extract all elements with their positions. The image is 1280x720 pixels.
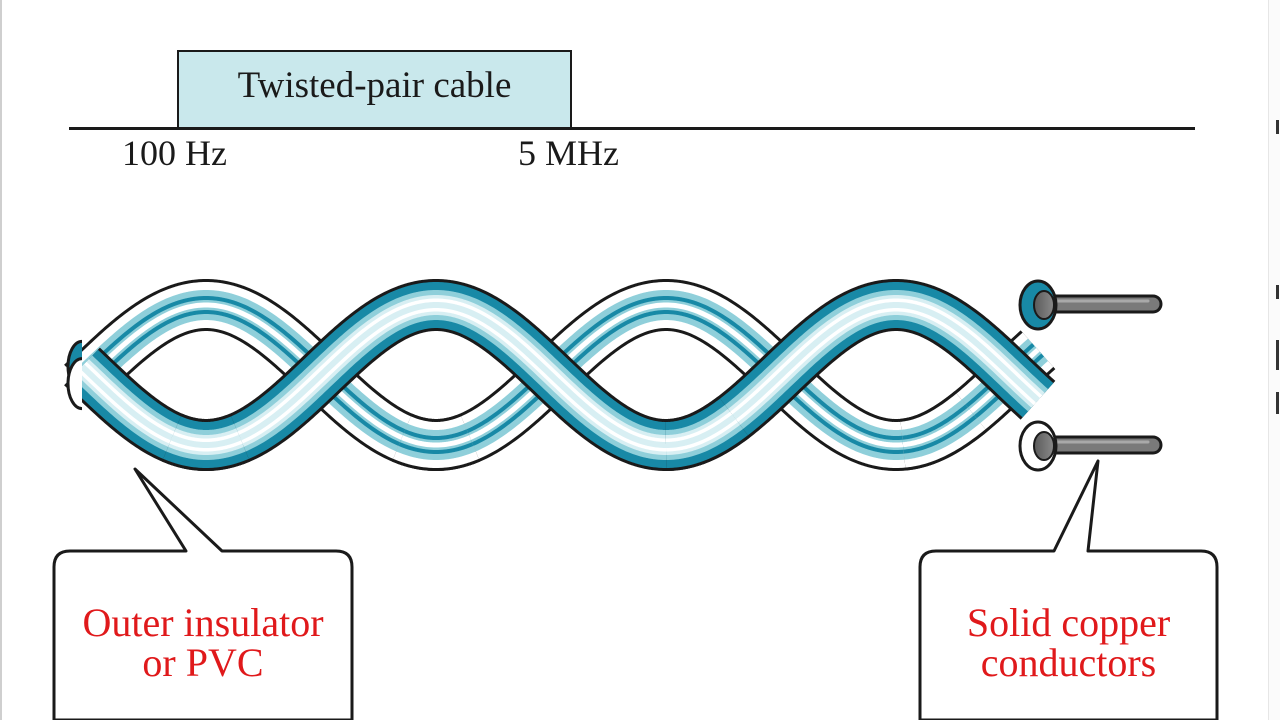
teal-wire-strand xyxy=(58,279,1062,471)
teal-wire-crossing-over xyxy=(148,412,264,471)
edge-mark xyxy=(1276,285,1279,299)
edge-mark xyxy=(1276,392,1279,414)
band-label: Twisted-pair cable xyxy=(237,65,512,106)
edge-mark xyxy=(1276,120,1279,134)
wire-end-caps xyxy=(1018,279,1058,472)
low-frequency-label: 100 Hz xyxy=(122,133,227,173)
white-wire-crossing-over xyxy=(879,386,995,471)
twisted-pair-frequency-band: Twisted-pair cable xyxy=(177,50,572,128)
conductors-callout-label: Solid copper conductors xyxy=(966,600,1171,685)
right-scrollbar-edge xyxy=(1268,0,1280,720)
left-border xyxy=(0,0,2,720)
copper-conductors xyxy=(1040,294,1163,455)
wire-strands-back xyxy=(58,279,1062,471)
wire-strands-front xyxy=(148,386,995,471)
white-wire-left-end xyxy=(66,357,83,411)
frequency-axis-line xyxy=(69,127,1195,130)
insulator-callout-box xyxy=(52,467,354,720)
white-wire-crossing-over xyxy=(378,412,494,471)
teal-wire-crossing-over xyxy=(642,392,758,471)
edge-mark xyxy=(1276,340,1279,370)
conductors-callout-box xyxy=(918,459,1219,720)
insulator-callout-label: Outer insulator or PVC xyxy=(82,600,324,685)
high-frequency-label: 5 MHz xyxy=(518,133,619,173)
